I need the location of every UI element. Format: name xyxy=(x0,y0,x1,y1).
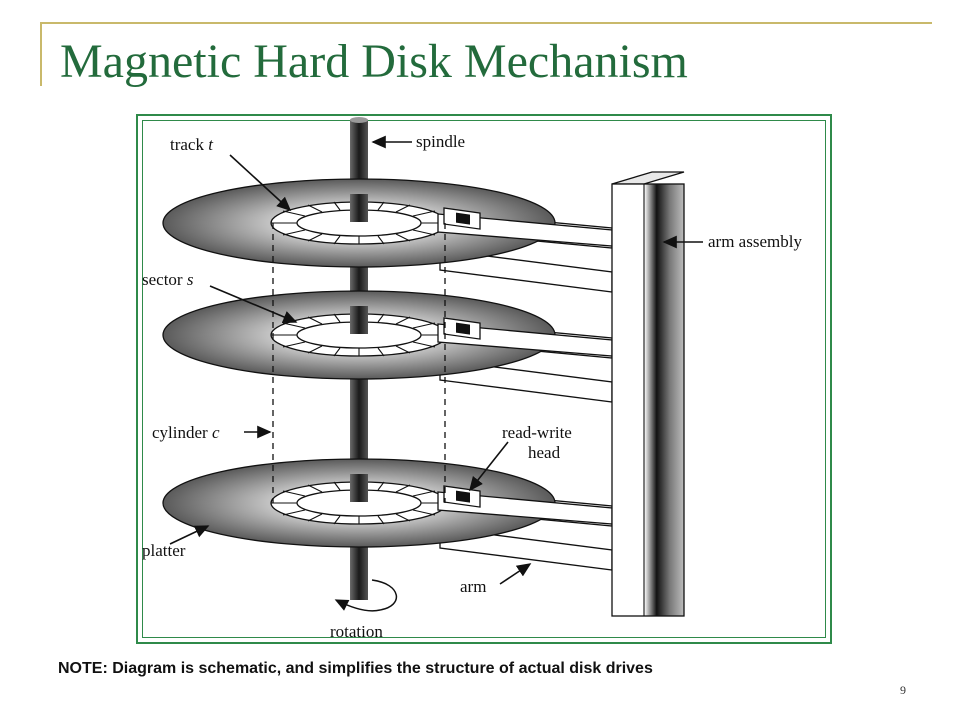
page-number: 9 xyxy=(900,683,906,697)
label-arm: arm xyxy=(460,577,486,596)
spindle-top xyxy=(350,117,368,123)
read-write-heads xyxy=(443,207,481,508)
cylinder-dashes xyxy=(272,223,446,503)
figure-inner-border xyxy=(142,120,826,638)
label-read-write-1: read-write xyxy=(502,423,572,442)
platter-bottom xyxy=(162,458,556,548)
label-spindle: spindle xyxy=(416,132,465,151)
slide-top-rule xyxy=(40,22,932,24)
note-text: NOTE: Diagram is schematic, and simplifi… xyxy=(58,660,653,677)
platter-top xyxy=(162,178,556,268)
label-read-write-2: head xyxy=(528,443,561,462)
label-arrows xyxy=(169,135,703,585)
label-rotation: rotation xyxy=(330,622,383,641)
label-sector: sector s xyxy=(142,270,194,289)
slide-left-rule xyxy=(40,22,42,86)
label-arm-assembly: arm assembly xyxy=(708,232,802,251)
arm-assembly-column xyxy=(611,171,685,617)
platter-middle xyxy=(162,290,556,380)
label-track: track t xyxy=(170,135,214,154)
label-cylinder: cylinder c xyxy=(152,423,220,442)
slide-title: Magnetic Hard Disk Mechanism xyxy=(60,35,688,88)
rotation-arrow xyxy=(334,579,398,612)
spindle-lower xyxy=(350,548,368,596)
label-platter: platter xyxy=(142,541,186,560)
